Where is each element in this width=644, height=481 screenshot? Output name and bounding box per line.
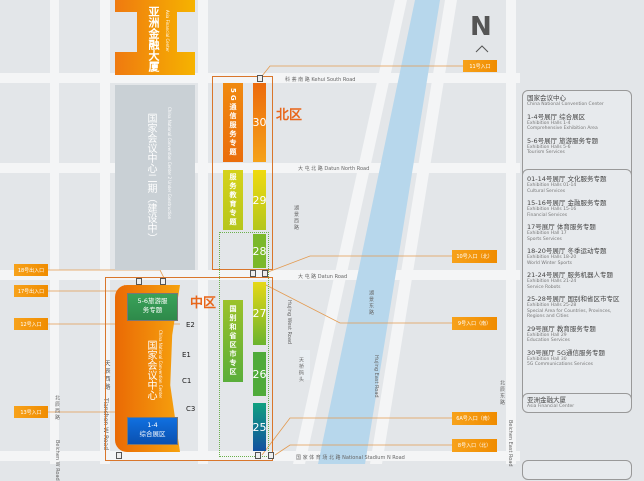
entrance-8-tag[interactable]: 8号入口（北） [452, 439, 497, 452]
river [318, 0, 440, 464]
strip-countries: 国别和省区市专区 [223, 300, 243, 382]
road-label-stadium-north: 国 家 体 育 场 北 路 National Stadium N Road [296, 455, 405, 461]
road-label-beichen-east-en: Beichen East Road [507, 420, 513, 467]
entrance-18-tag[interactable]: 18号出入口 [14, 264, 48, 276]
road-hujing-west [293, 0, 407, 464]
middle-zone-label: 中区 [190, 296, 217, 311]
asia-financial-label: 亚洲金融大厦 [147, 6, 160, 72]
hall-1-4-label: 综合展区 [139, 430, 166, 438]
pier-label: 天 桥 码 头 [298, 357, 304, 382]
gate-icon [250, 270, 256, 277]
entrance-13-tag[interactable]: 13号入口 [14, 406, 48, 418]
hall-27[interactable]: 27 [253, 282, 267, 345]
cncc2-label-en: China National Convention Center 2 Under… [167, 107, 172, 220]
hall-1-4[interactable]: 1-4 综合展区 [127, 417, 178, 445]
entrance-11-tag[interactable]: 11号入口 [463, 60, 497, 72]
compass-arrow-icon [475, 45, 489, 53]
asia-financial-label-en: Asia Financial Center [165, 10, 170, 52]
pier [300, 350, 310, 380]
road-label-beichen-east: 北 辰 东 路 [499, 380, 505, 405]
road-datun-north [0, 163, 520, 173]
gate-icon [136, 278, 142, 285]
road-label-datun: 大 屯 路 Datun Road [298, 274, 348, 280]
road-label-hujing-west-en: Hujing West Road [286, 300, 292, 345]
exit-c1: C1 [182, 377, 192, 385]
entrance-17-tag[interactable]: 17号出入口 [14, 285, 48, 297]
road-label-hujing-east-en: Hujing East Road [373, 355, 379, 398]
entrance-9-tag[interactable]: 9号入口（南） [452, 317, 497, 330]
cncc-label-en: China National Convention Center [158, 330, 163, 399]
entrance-6a-tag[interactable]: 6A号入口（南） [452, 412, 497, 425]
north-zone-outline [212, 76, 273, 270]
road-tianchen-west [100, 0, 110, 464]
road-datun [0, 270, 520, 280]
compass-n: N [470, 12, 492, 42]
hall-1-4-number: 1-4 [147, 421, 158, 429]
gate-icon [262, 270, 268, 277]
asia-financial-center[interactable]: 亚洲金融大厦 Asia Financial Center [115, 0, 195, 75]
road-west-mid [198, 0, 208, 464]
hall-25[interactable]: 25 [253, 403, 267, 451]
hall-5-6-label: 5-6旅游服务专题 [137, 297, 168, 314]
hall-30[interactable]: 30 [253, 83, 267, 162]
gate-icon [160, 278, 166, 285]
road-beichen-west [50, 0, 59, 464]
entrance-10-tag[interactable]: 10号入口（北） [452, 250, 497, 263]
cncc-phase2[interactable]: 国家会议中心二期（建设中） China National Convention … [115, 85, 195, 270]
gate-icon [257, 75, 263, 82]
entrance-12-tag[interactable]: 12号入口 [14, 318, 48, 330]
road-hujing-east [370, 0, 457, 464]
gate-icon [268, 452, 274, 459]
road-label-hujing-east: 湖 景 东 路 [368, 290, 374, 315]
strip-5g: 5G通信服务专题 [223, 83, 243, 162]
hall-28[interactable]: 28 [253, 234, 267, 268]
gate-icon [255, 452, 261, 459]
exit-c3: C3 [186, 405, 196, 413]
gate-icon [116, 452, 122, 459]
hall-25-28-dotted-area [219, 232, 269, 457]
road-label-beichen-west-en: Beichen W Road [54, 440, 60, 481]
hall-5-6[interactable]: 5-6旅游服务专题 [127, 293, 178, 321]
strip-education: 服务教育专题 [223, 170, 243, 230]
cncc2-label: 国家会议中心二期（建设中） [145, 113, 156, 243]
cncc-label: 国家会议中心 [145, 340, 156, 400]
middle-zone-outline [105, 277, 273, 461]
exit-e2: E2 [186, 321, 195, 329]
hall-29[interactable]: 29 [253, 170, 267, 230]
exit-e1: E1 [182, 351, 191, 359]
road-beichen-east [506, 0, 516, 464]
north-zone-label: 北区 [276, 108, 303, 123]
legend-group-more [522, 460, 632, 480]
road-label-kehui-south: 科 荟 南 路 Kehui South Road [285, 77, 356, 83]
road-label-beichen-west: 北 辰 西 路 [54, 395, 60, 420]
road-label-datun-north: 大 屯 北 路 Datun North Road [298, 166, 370, 172]
road-label-tianchen-west: 天 辰 西 路 [103, 360, 110, 390]
road-label-hujing-west: 湖 景 西 路 [293, 205, 299, 230]
hall-26[interactable]: 26 [253, 352, 267, 396]
